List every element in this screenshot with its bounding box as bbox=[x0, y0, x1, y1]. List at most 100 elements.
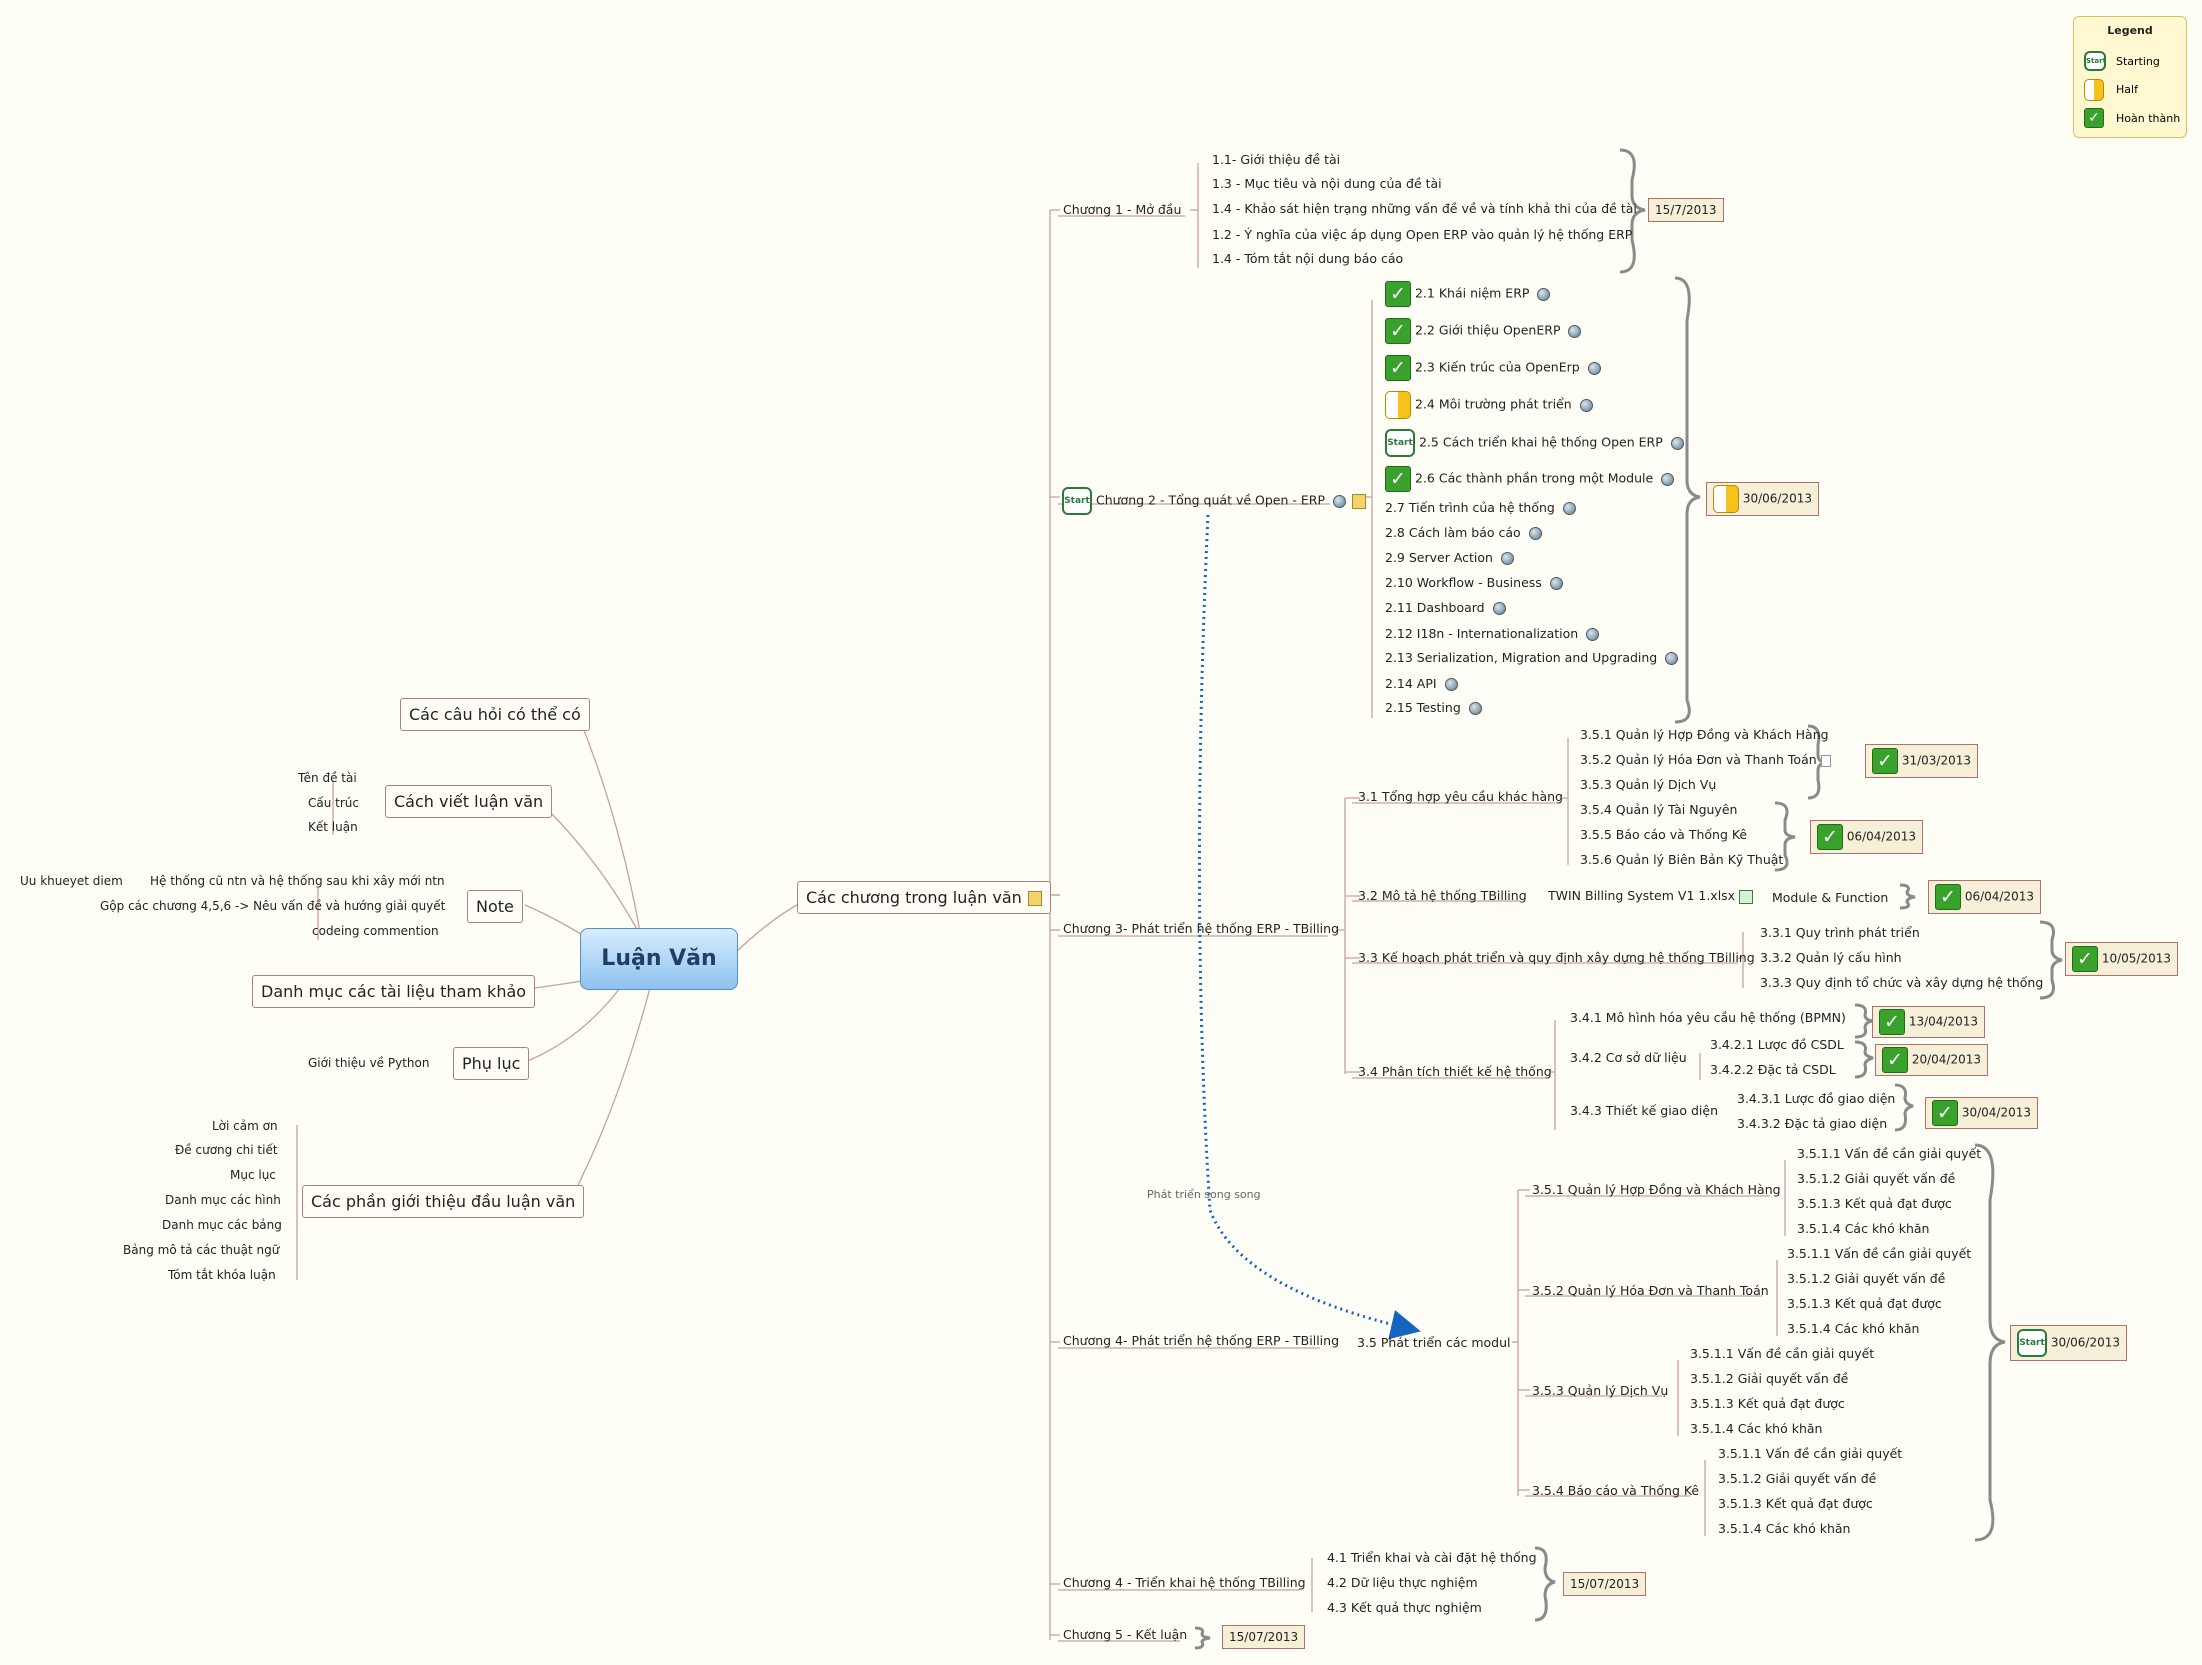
ch2-item[interactable]: 2.4 Môi trường phát triển bbox=[1385, 391, 1593, 419]
ch2-item[interactable]: 2.14 API bbox=[1385, 676, 1458, 692]
ch1-item[interactable]: 1.3 - Mục tiêu và nội dung của đề tài bbox=[1212, 176, 1442, 191]
module-item[interactable]: 3.5.1.3 Kết quả đạt được bbox=[1690, 1396, 1845, 1411]
module-item[interactable]: 3.5.1.4 Các khó khăn bbox=[1690, 1421, 1823, 1436]
s34-item[interactable]: 3.4.3 Thiết kế giao diện bbox=[1570, 1103, 1718, 1118]
legend-label-half: Half bbox=[2116, 83, 2138, 96]
s32-child[interactable]: Module & Function bbox=[1772, 890, 1889, 905]
note-item[interactable]: codeing commention bbox=[312, 924, 439, 938]
s32-file[interactable]: TWIN Billing System V1 1.xlsx bbox=[1548, 888, 1754, 904]
ch2-item[interactable]: ✓ 2.6 Các thành phần trong một Module bbox=[1385, 466, 1675, 492]
module-item[interactable]: 3.5.1.1 Vấn đề cần giải quyết bbox=[1690, 1346, 1875, 1361]
module-sub[interactable]: 3.5.1 Quản lý Hợp Đồng và Khách Hàng bbox=[1532, 1182, 1781, 1197]
topic-references[interactable]: Danh mục các tài liệu tham khảo bbox=[252, 975, 536, 1008]
intro-item[interactable]: Bảng mô tả các thuật ngữ bbox=[123, 1243, 280, 1257]
section-3-2[interactable]: 3.2 Mô tả hệ thống TBilling bbox=[1358, 888, 1527, 903]
note-item[interactable]: Hệ thống cũ ntn và hệ thống sau khi xây … bbox=[150, 874, 445, 888]
s33-item[interactable]: 3.3.2 Quản lý cấu hình bbox=[1760, 950, 1902, 965]
ch1-item[interactable]: 1.1- Giới thiệu đề tài bbox=[1212, 152, 1341, 167]
s34-subitem[interactable]: 3.4.2.2 Đặc tả CSDL bbox=[1710, 1062, 1836, 1077]
date-text: 30/06/2013 bbox=[2050, 1335, 2120, 1350]
s31-item[interactable]: 3.5.4 Quản lý Tài Nguyên bbox=[1580, 802, 1738, 817]
chapter-4-deploy[interactable]: Chương 4 - Triển khai hệ thống TBilling bbox=[1063, 1575, 1306, 1590]
module-item[interactable]: 3.5.1.2 Giải quyết vấn đề bbox=[1690, 1371, 1849, 1386]
s34-item[interactable]: 3.4.2 Cơ sở dữ liệu bbox=[1570, 1050, 1687, 1065]
ch2-item-label: 2.14 API bbox=[1385, 676, 1437, 691]
intro-item[interactable]: Tóm tắt khóa luận bbox=[168, 1268, 276, 1282]
topic-intro-parts[interactable]: Các phần giới thiệu đầu luận văn bbox=[302, 1185, 585, 1218]
section-3-3[interactable]: 3.3 Kế hoạch phát triển và quy định xây … bbox=[1358, 950, 1755, 965]
s31-item[interactable]: 3.5.1 Quản lý Hợp Đồng và Khách Hàng bbox=[1580, 727, 1829, 742]
ch2-item[interactable]: ✓ 2.2 Giới thiệu OpenERP bbox=[1385, 318, 1582, 344]
topic-questions[interactable]: Các câu hỏi có thể có bbox=[400, 698, 590, 731]
topic-chapters[interactable]: Các chương trong luận văn bbox=[797, 881, 1051, 914]
s31-item[interactable]: 3.5.6 Quản lý Biên Bản Kỹ Thuật bbox=[1580, 852, 1784, 867]
ch2-item[interactable]: 2.8 Cách làm báo cáo bbox=[1385, 525, 1542, 541]
howto-item[interactable]: Kết luận bbox=[308, 820, 358, 834]
ch2-item[interactable]: 2.9 Server Action bbox=[1385, 550, 1514, 566]
topic-howto[interactable]: Cách viết luận văn bbox=[385, 785, 553, 818]
module-sub[interactable]: 3.5.4 Báo cáo và Thống Kê bbox=[1532, 1483, 1700, 1498]
ch4b-item[interactable]: 4.1 Triển khai và cài đặt hệ thống bbox=[1327, 1550, 1537, 1565]
s34-subitem[interactable]: 3.4.2.1 Lược đồ CSDL bbox=[1710, 1037, 1844, 1052]
s34-subitem[interactable]: 3.4.3.1 Lược đồ giao diện bbox=[1737, 1091, 1896, 1106]
howto-item[interactable]: Cấu trúc bbox=[308, 796, 359, 810]
s34-subitem[interactable]: 3.4.3.2 Đặc tả giao diện bbox=[1737, 1116, 1888, 1131]
module-item[interactable]: 3.5.1.4 Các khó khăn bbox=[1787, 1321, 1920, 1336]
module-item[interactable]: 3.5.1.3 Kết quả đạt được bbox=[1787, 1296, 1942, 1311]
ch4b-item[interactable]: 4.3 Kết quả thực nghiệm bbox=[1327, 1600, 1482, 1615]
ch2-item[interactable]: 2.12 I18n - Internationalization bbox=[1385, 626, 1600, 642]
chapter-4-dev[interactable]: Chương 4- Phát triển hệ thống ERP - TBil… bbox=[1063, 1333, 1340, 1348]
section-3-4[interactable]: 3.4 Phân tích thiết kế hệ thống bbox=[1358, 1064, 1552, 1079]
chapter-3[interactable]: Chương 3- Phát triển hệ thống ERP - TBil… bbox=[1063, 921, 1340, 936]
topic-appendix[interactable]: Phụ lục bbox=[453, 1047, 530, 1080]
ch4b-item[interactable]: 4.2 Dữ liệu thực nghiệm bbox=[1327, 1575, 1478, 1590]
module-item[interactable]: 3.5.1.3 Kết quả đạt được bbox=[1718, 1496, 1873, 1511]
module-sub[interactable]: 3.5.2 Quản lý Hóa Đơn và Thanh Toán bbox=[1532, 1283, 1769, 1298]
howto-item[interactable]: Tên đề tài bbox=[298, 771, 357, 785]
module-item[interactable]: 3.5.1.2 Giải quyết vấn đề bbox=[1718, 1471, 1877, 1486]
ch2-item[interactable]: 2.15 Testing bbox=[1385, 700, 1482, 716]
section-3-1[interactable]: 3.1 Tổng hợp yêu cầu khác hàng bbox=[1358, 789, 1563, 804]
ch2-item[interactable]: 2.13 Serialization, Migration and Upgrad… bbox=[1385, 650, 1679, 666]
intro-item[interactable]: Lời cảm ơn bbox=[212, 1119, 278, 1133]
chapter-1[interactable]: Chương 1 - Mở đầu bbox=[1063, 202, 1182, 217]
ch2-item[interactable]: 2.11 Dashboard bbox=[1385, 600, 1506, 616]
module-item[interactable]: 3.5.1.4 Các khó khăn bbox=[1718, 1521, 1851, 1536]
root-topic[interactable]: Luận Văn bbox=[580, 928, 738, 990]
section-3-5[interactable]: 3.5 Phát triển các modul bbox=[1357, 1335, 1511, 1350]
ch2-item[interactable]: 2.7 Tiến trình của hệ thống bbox=[1385, 500, 1576, 516]
ch1-item[interactable]: 1.4 - Tóm tắt nội dung báo cáo bbox=[1212, 251, 1404, 266]
ch1-item[interactable]: 1.4 - Khảo sát hiện trạng những vấn đề v… bbox=[1212, 201, 1637, 216]
ch1-item[interactable]: 1.2 - Ý nghĩa của việc áp dụng Open ERP … bbox=[1212, 227, 1633, 242]
s31-item[interactable]: 3.5.5 Báo cáo và Thống Kê bbox=[1580, 827, 1748, 842]
module-item[interactable]: 3.5.1.2 Giải quyết vấn đề bbox=[1787, 1271, 1946, 1286]
intro-item[interactable]: Đề cương chi tiết bbox=[175, 1143, 278, 1157]
module-item[interactable]: 3.5.1.1 Vấn đề cần giải quyết bbox=[1718, 1446, 1903, 1461]
chapter-5[interactable]: Chương 5 - Kết luận bbox=[1063, 1627, 1188, 1642]
note-sub-item[interactable]: Uu khueyet diem bbox=[20, 874, 123, 888]
chapter-2[interactable]: Start Chương 2 - Tổng quát về Open - ERP bbox=[1062, 487, 1366, 515]
s31-item[interactable]: 3.5.2 Quản lý Hóa Đơn và Thanh Toán bbox=[1580, 752, 1831, 768]
s31-item[interactable]: 3.5.3 Quản lý Dịch Vụ bbox=[1580, 777, 1717, 792]
s34-item[interactable]: 3.4.1 Mô hình hóa yêu cầu hệ thống (BPMN… bbox=[1570, 1010, 1846, 1025]
topic-note[interactable]: Note bbox=[467, 890, 523, 923]
date-text: 31/03/2013 bbox=[1901, 753, 1971, 768]
module-item[interactable]: 3.5.1.1 Vấn đề cần giải quyết bbox=[1797, 1146, 1982, 1161]
intro-item[interactable]: Mục lục bbox=[230, 1168, 276, 1182]
s33-item[interactable]: 3.3.1 Quy trình phát triển bbox=[1760, 925, 1920, 940]
note-item[interactable]: Gộp các chương 4,5,6 -> Nêu vấn đề và hư… bbox=[100, 899, 446, 913]
intro-item[interactable]: Danh mục các hình bbox=[165, 1193, 281, 1207]
s33-item[interactable]: 3.3.3 Quy định tổ chức và xây dựng hệ th… bbox=[1760, 975, 2044, 990]
ch2-item[interactable]: ✓ 2.1 Khái niệm ERP bbox=[1385, 281, 1551, 307]
module-item[interactable]: 3.5.1.1 Vấn đề cần giải quyết bbox=[1787, 1246, 1972, 1261]
module-sub[interactable]: 3.5.3 Quản lý Dịch Vụ bbox=[1532, 1383, 1669, 1398]
module-item[interactable]: 3.5.1.4 Các khó khăn bbox=[1797, 1221, 1930, 1236]
ch2-item[interactable]: Start 2.5 Cách triển khai hệ thống Open … bbox=[1385, 429, 1684, 457]
module-item[interactable]: 3.5.1.2 Giải quyết vấn đề bbox=[1797, 1171, 1956, 1186]
intro-item[interactable]: Danh mục các bảng bbox=[162, 1218, 282, 1232]
appendix-item[interactable]: Giới thiệu về Python bbox=[308, 1056, 430, 1070]
module-item[interactable]: 3.5.1.3 Kết quả đạt được bbox=[1797, 1196, 1952, 1211]
ch2-item[interactable]: 2.10 Workflow - Business bbox=[1385, 575, 1563, 591]
ch2-item[interactable]: ✓ 2.3 Kiến trúc của OpenErp bbox=[1385, 355, 1601, 381]
